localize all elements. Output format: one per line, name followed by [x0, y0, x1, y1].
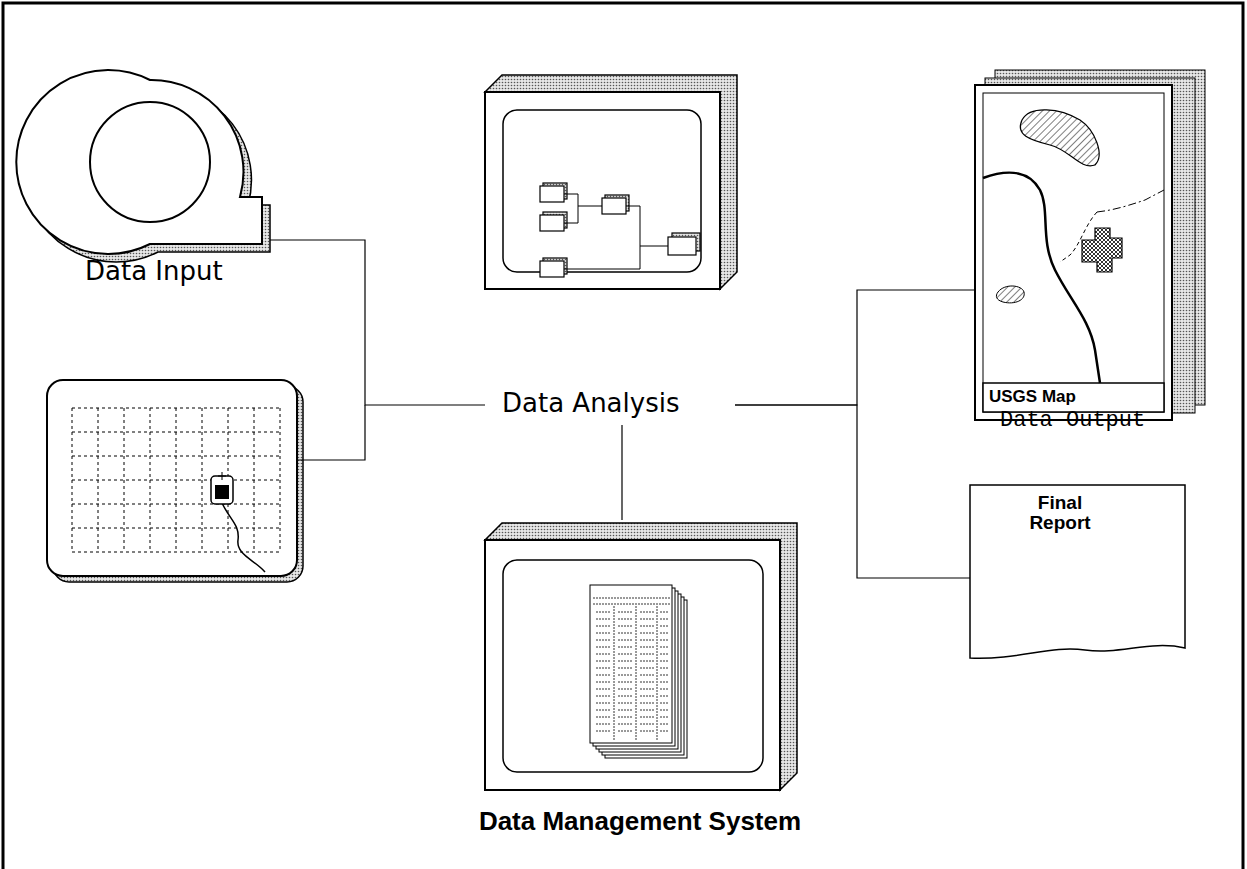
connector-line	[735, 290, 975, 405]
input-device: Data Input	[47, 80, 270, 290]
usgs-map-sheets	[975, 70, 1205, 420]
map-output: USGS Map	[975, 80, 1205, 420]
node-label: Final Report	[1018, 493, 1102, 533]
section-label: Data Output	[1000, 408, 1145, 433]
frame	[3, 3, 1243, 869]
database-monitor	[485, 523, 797, 790]
analysis-monitor	[485, 75, 737, 289]
report-output: Final Report	[970, 485, 1190, 660]
connector-line	[270, 240, 485, 405]
node-label: Data Analysis	[499, 388, 682, 418]
report-sheet	[970, 485, 1185, 658]
node-label: Data Management System	[470, 808, 810, 834]
analysis-station: Data Analysis	[485, 70, 735, 425]
connector-line	[735, 405, 970, 578]
data-management-station: Data Management System	[470, 520, 810, 865]
node-label: Data Input	[85, 256, 223, 286]
input-wire	[297, 405, 365, 460]
connector-line	[622, 425, 623, 520]
node-label: USGS Map	[989, 387, 1076, 407]
digitizer-tablet	[47, 380, 303, 582]
tape-drive	[16, 70, 270, 262]
